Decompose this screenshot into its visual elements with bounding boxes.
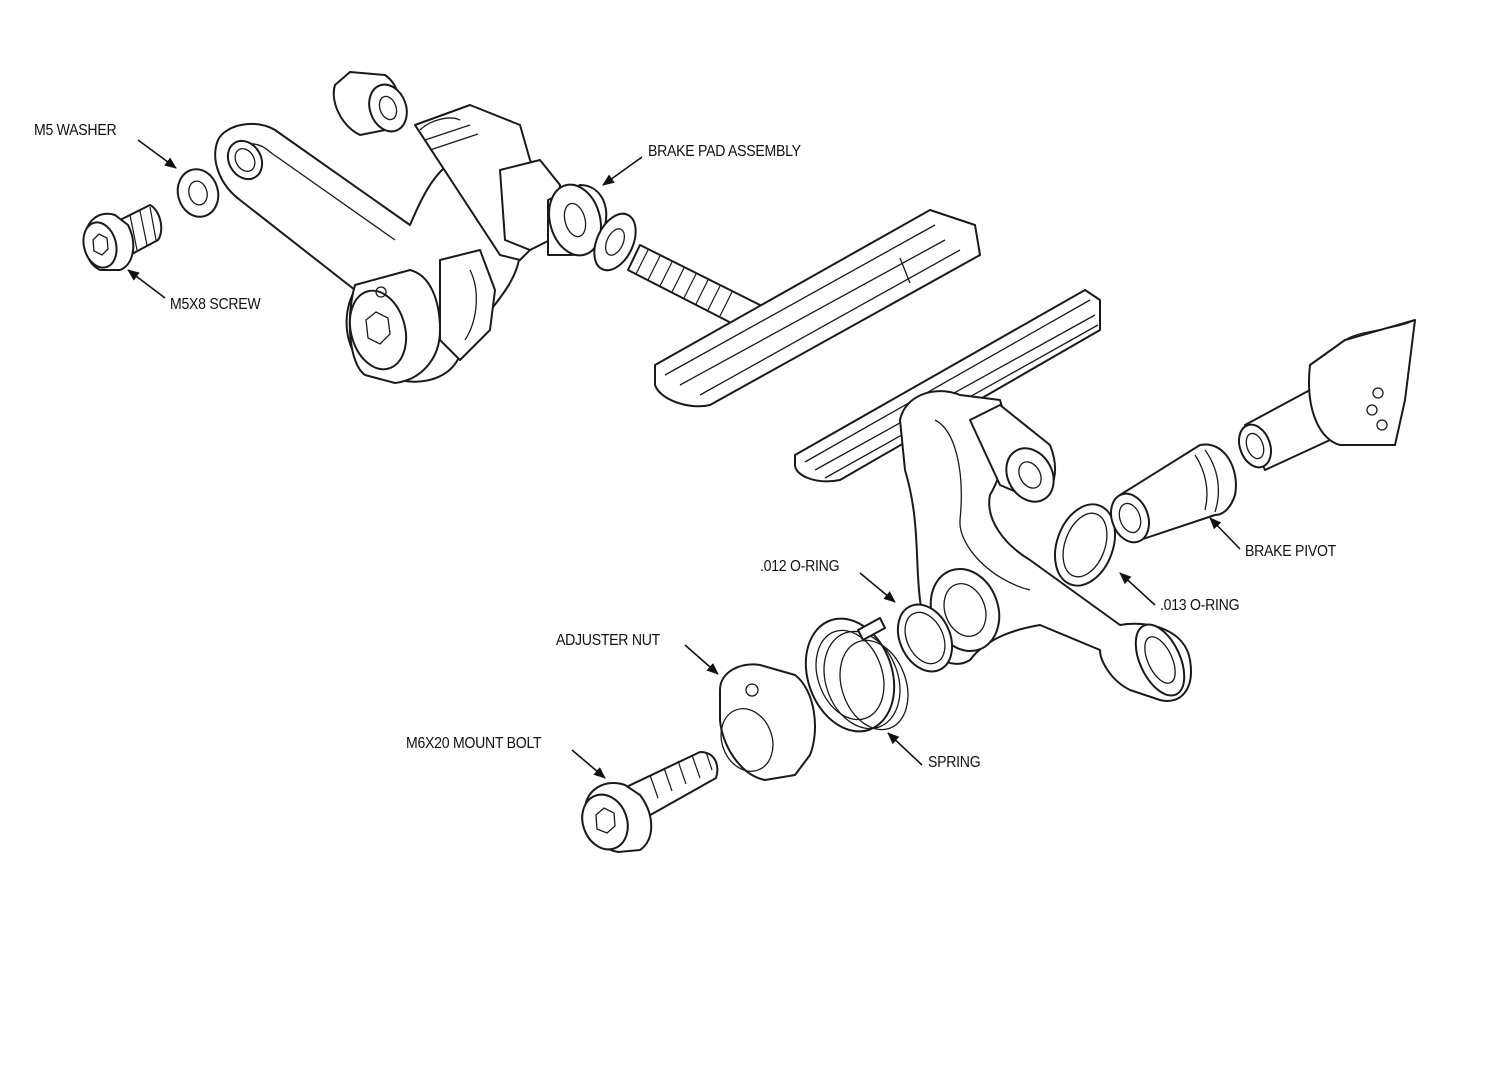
bumper-top: [332, 71, 408, 136]
callout-spring: SPRING: [928, 754, 981, 771]
callout-m5-washer: M5 WASHER: [34, 122, 117, 139]
callout-o-ring-013: .013 O-RING: [1160, 597, 1240, 614]
m5-washer-part: [176, 168, 220, 218]
leader-m6x20-mount-bolt: [571, 749, 606, 779]
callout-brake-pivot: BRAKE PIVOT: [1245, 543, 1336, 560]
brake-pivot-stud: [1238, 319, 1416, 471]
leader-spring: [887, 732, 923, 766]
leader-m5x8-screw: [127, 269, 166, 299]
m5x8-screw-part: [82, 204, 163, 271]
upper-caliper-arm: [214, 104, 561, 384]
callout-m5x8-screw: M5X8 SCREW: [170, 296, 261, 313]
callout-m6x20-mount-bolt: M6X20 MOUNT BOLT: [406, 735, 542, 752]
callout-o-ring-012: .012 O-RING: [760, 558, 840, 575]
spring-part: [804, 617, 909, 733]
lower-caliper-arm: [899, 390, 1192, 702]
pad-washer: [593, 212, 637, 272]
o-ring-012-part: [896, 603, 954, 673]
leader-m5-washer: [137, 139, 177, 169]
leader-adjuster-nut: [684, 644, 719, 675]
leader-brake-pad-assembly: [602, 156, 643, 186]
callout-brake-pad-assembly: BRAKE PAD ASSEMBLY: [648, 143, 801, 160]
callout-adjuster-nut: ADJUSTER NUT: [556, 632, 661, 649]
leader-brake-pivot: [1209, 517, 1241, 550]
brake-pad-front: [654, 209, 981, 408]
leader-o-ring-012: [859, 572, 896, 603]
adjuster-nut-part: [719, 663, 816, 781]
m6x20-mount-bolt-part: [581, 751, 719, 853]
o-ring-013-part: [1054, 503, 1116, 587]
leader-o-ring-013: [1119, 572, 1156, 606]
brake-pivot-bushing: [1110, 443, 1237, 544]
pad-bushing: [547, 183, 608, 257]
